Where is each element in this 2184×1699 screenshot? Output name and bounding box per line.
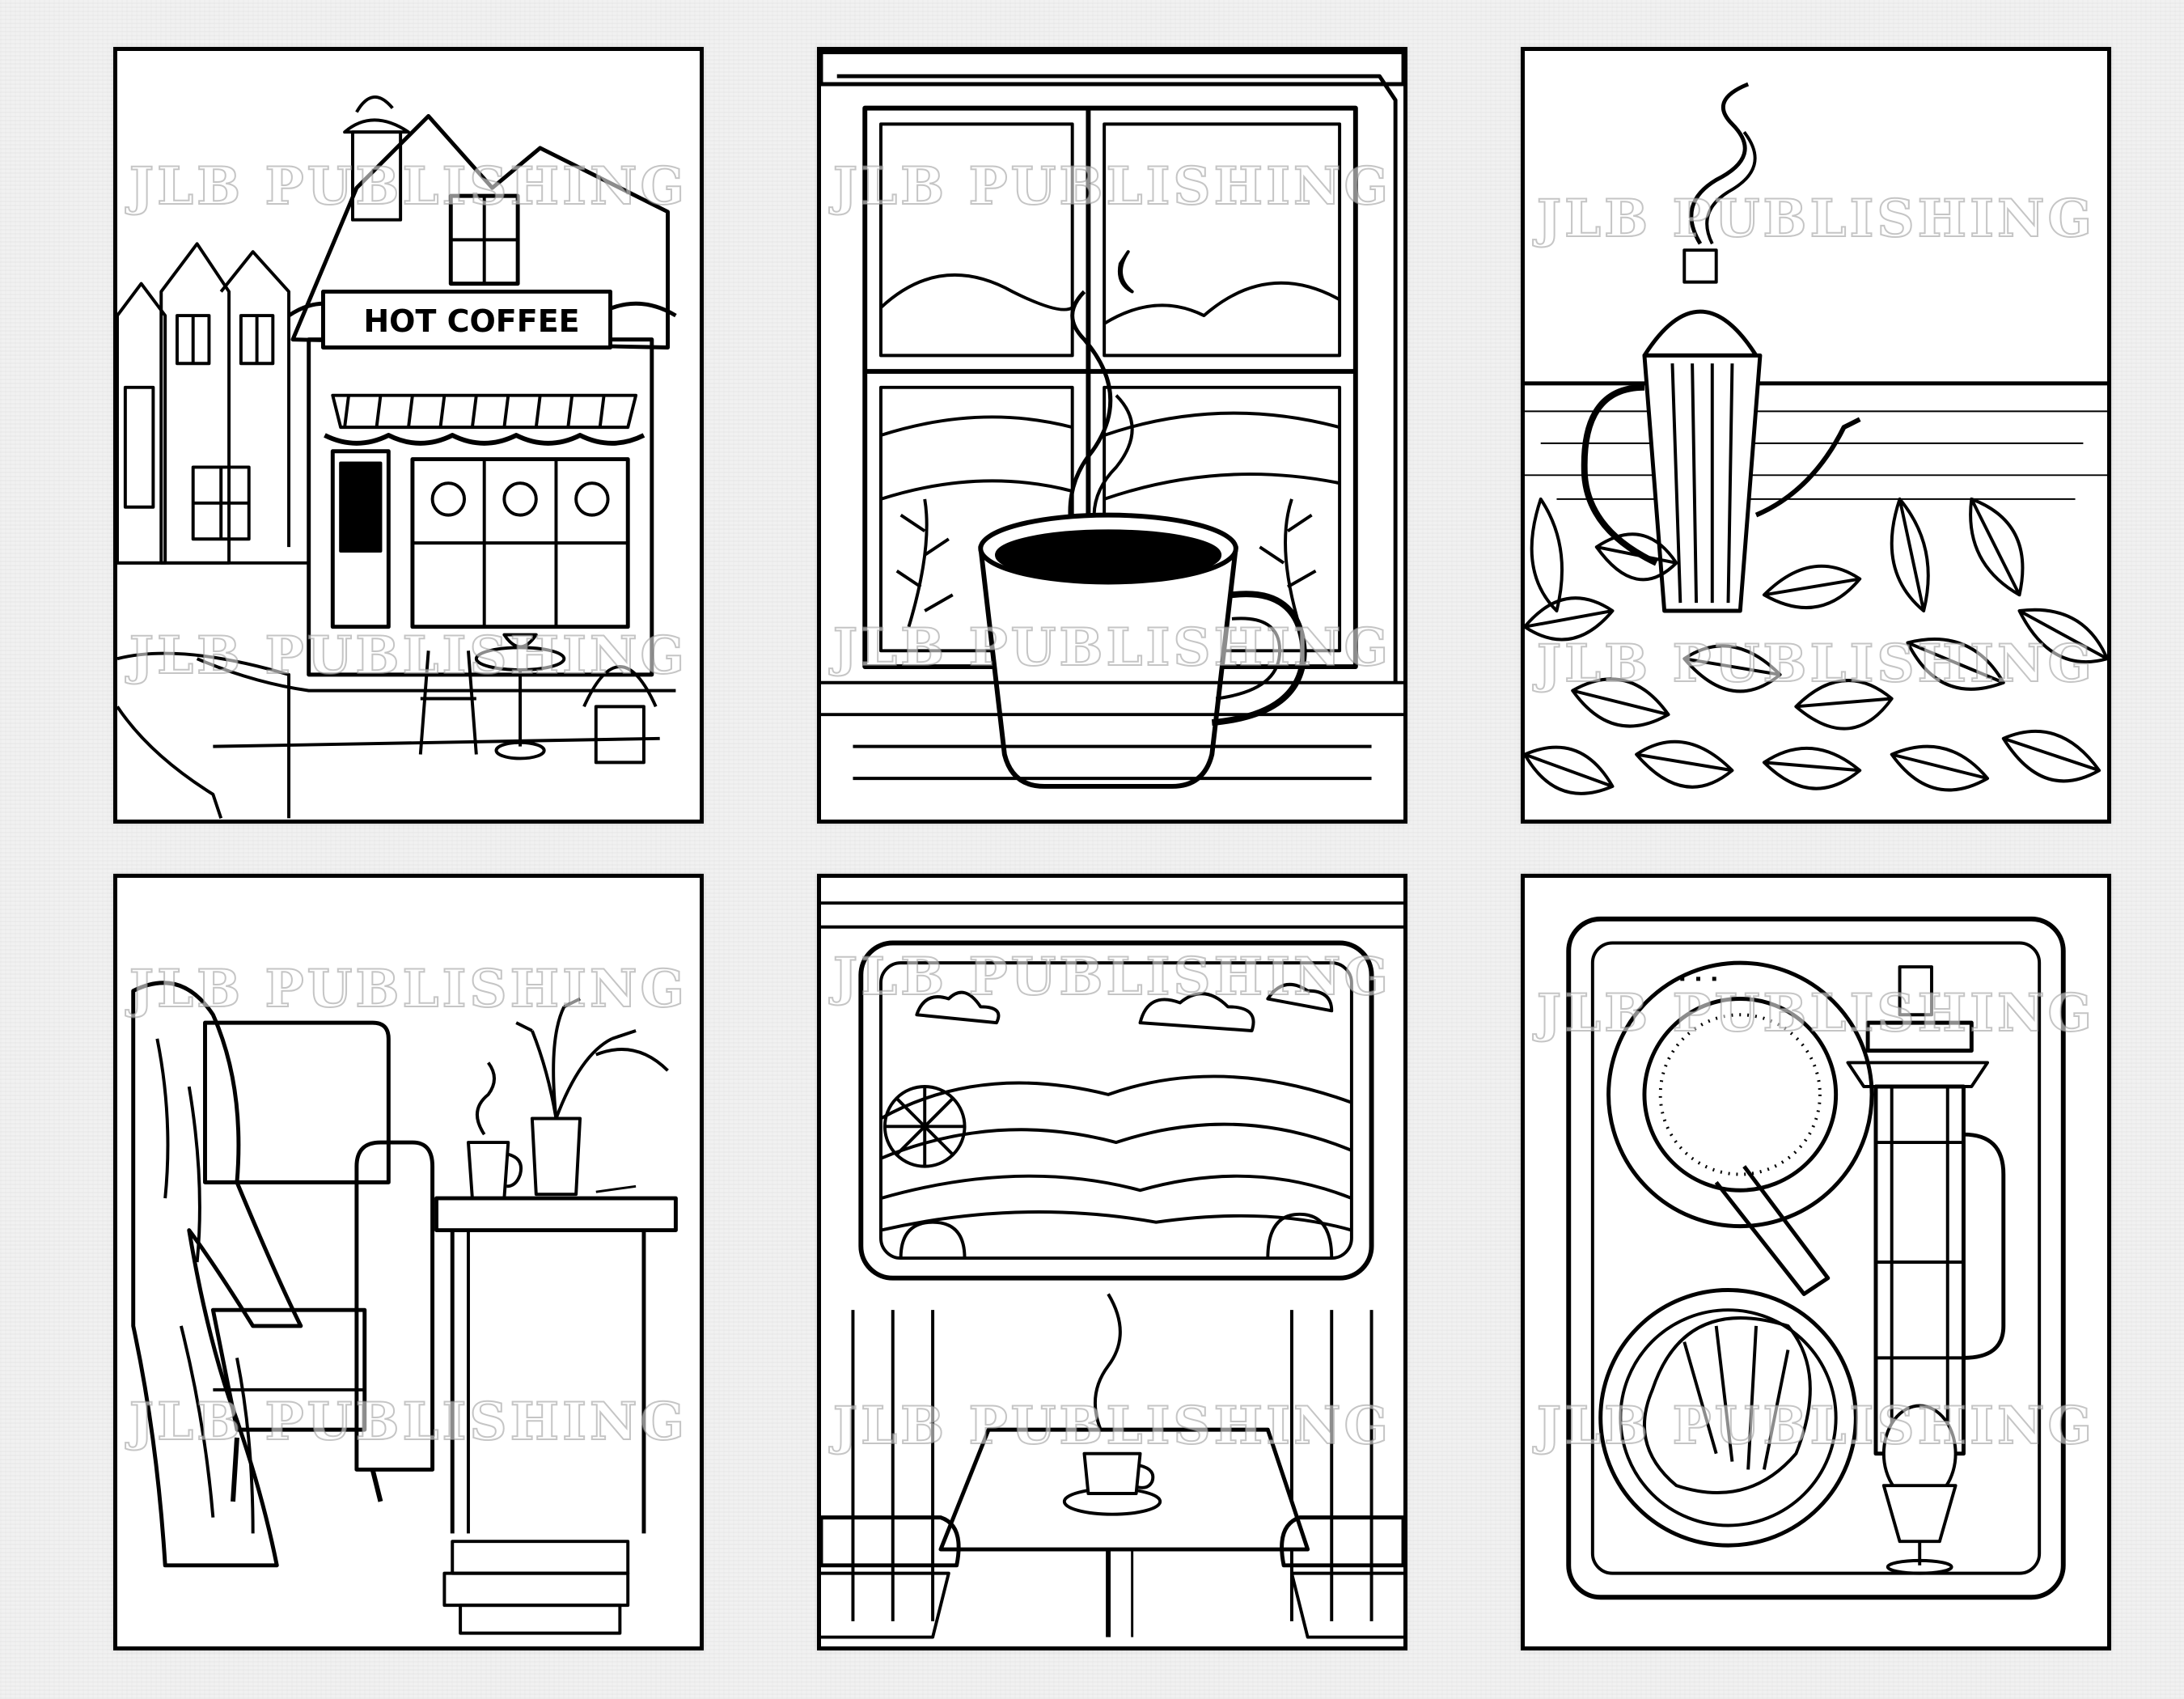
coloring-page-armchair: JLB PUBLISHING JLB PUBLISHING: [113, 874, 704, 1650]
coffee-pot-illustration: [1525, 82, 2107, 795]
coloring-page-coffee-pot-leaves: JLB PUBLISHING JLB PUBLISHING: [1521, 47, 2111, 824]
coloring-page-window-mug: JLB PUBLISHING JLB PUBLISHING: [817, 47, 1407, 824]
page-border: JLB PUBLISHING JLB PUBLISHING: [817, 47, 1407, 824]
coloring-page-train-window: JLB PUBLISHING JLB PUBLISHING: [817, 874, 1407, 1650]
page-border: JLB PUBLISHING JLB PUBLISHING: [1521, 47, 2111, 824]
window-mug-illustration: [821, 51, 1403, 789]
train-window-illustration: [821, 901, 1403, 1639]
page-border: JLB PUBLISHING JLB PUBLISHING: [1521, 874, 2111, 1650]
shop-sign-text: HOT COFFEE: [363, 303, 580, 339]
coloring-page-breakfast-tray: JLB PUBLISHING JLB PUBLISHING: [1521, 874, 2111, 1650]
coloring-page-snowy-coffee-shop: HOT COFFEE JLB PUBLISHING JLB PUBLISHING: [113, 47, 704, 824]
snowy-coffee-shop-illustration: [117, 95, 677, 820]
page-border: JLB PUBLISHING JLB PUBLISHING: [817, 874, 1407, 1650]
breakfast-tray-illustration: [1566, 916, 2066, 1600]
armchair-illustration: [131, 981, 678, 1635]
page-border: JLB PUBLISHING JLB PUBLISHING: [113, 874, 704, 1650]
page-border: HOT COFFEE JLB PUBLISHING JLB PUBLISHING: [113, 47, 704, 824]
